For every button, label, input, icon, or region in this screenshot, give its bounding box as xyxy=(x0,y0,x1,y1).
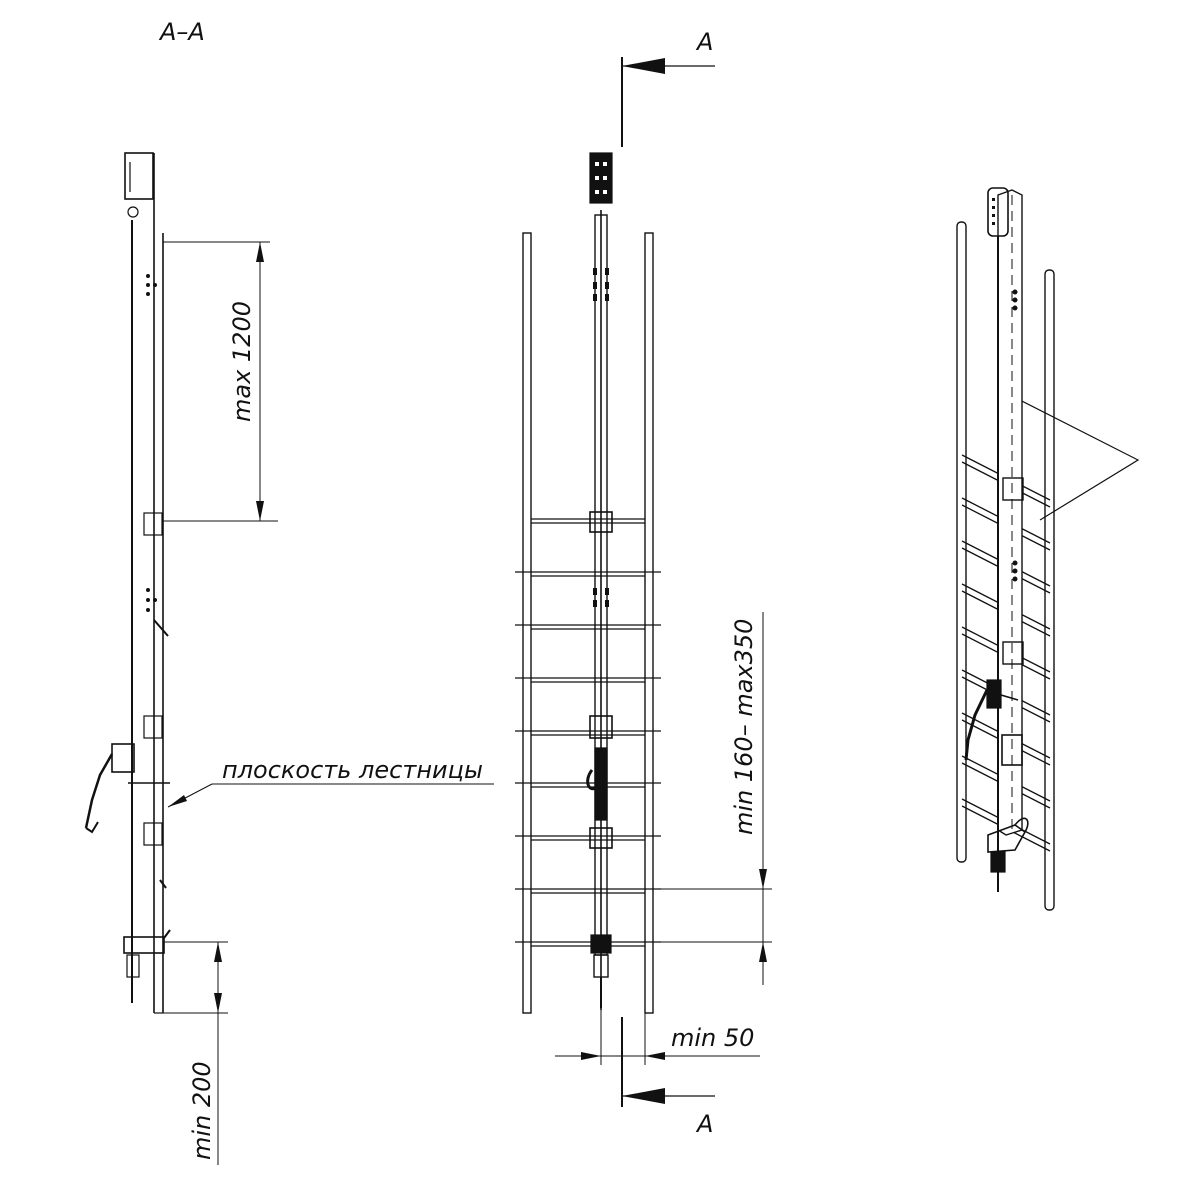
top-anchor-device xyxy=(124,152,154,200)
front-bracket-1 xyxy=(589,511,613,533)
cut-label-bottom: A xyxy=(695,1110,713,1138)
iso-bottom-spring xyxy=(990,851,1006,873)
front-bracket-2 xyxy=(589,715,613,739)
bottom-tensioner xyxy=(123,936,165,954)
ladder-stile-right xyxy=(644,232,654,1014)
ladder-plane-surface xyxy=(1009,394,1140,521)
front-bottom-tensioner xyxy=(590,934,612,954)
front-fall-arrester xyxy=(594,747,608,821)
iso-lower-device xyxy=(1001,734,1023,766)
dim-step-label: min 160– max350 xyxy=(730,619,758,835)
bracket-2 xyxy=(143,715,163,739)
top-anchor-shackle xyxy=(127,206,139,218)
ladder-rungs xyxy=(515,518,661,947)
isometric-view xyxy=(956,187,1140,911)
bolt-group-2 xyxy=(146,588,157,612)
section-label: A–A xyxy=(158,18,205,46)
iso-stile-left xyxy=(956,221,967,863)
dim-min200-label: min 200 xyxy=(188,1061,216,1160)
front-view: A A min 160– max350 min 50 xyxy=(515,28,772,1138)
lanyard xyxy=(84,753,114,829)
bracket-3 xyxy=(143,822,163,846)
bolt-group-1 xyxy=(146,274,157,296)
iso-bracket-2 xyxy=(1002,641,1024,665)
bracket-1 xyxy=(143,512,163,536)
iso-bracket-1 xyxy=(1002,477,1024,501)
iso-stile-right xyxy=(1044,269,1055,911)
cut-arrow-bottom xyxy=(622,1088,665,1104)
dim-max-label: max 1200 xyxy=(228,301,256,422)
iso-fall-arrester xyxy=(986,679,1002,709)
rail-joints xyxy=(593,268,609,607)
dim-min50-label: min 50 xyxy=(671,1024,754,1052)
hook-1 xyxy=(153,619,169,637)
front-top-anchor xyxy=(589,152,613,204)
iso-bottom-tensioner xyxy=(987,824,1027,853)
ladder-plane-label: плоскость лестницы xyxy=(222,756,483,784)
ladder-stile-left xyxy=(522,232,532,1014)
iso-joint-bolts xyxy=(1012,289,1018,582)
cut-label-top: A xyxy=(695,28,713,56)
iso-lanyard xyxy=(964,689,989,761)
cut-arrow-top xyxy=(622,58,665,74)
front-bracket-3 xyxy=(589,827,613,849)
side-view: max 1200 min 200 плоскость лестницы xyxy=(84,152,494,1165)
fall-arrester-side xyxy=(111,743,135,773)
